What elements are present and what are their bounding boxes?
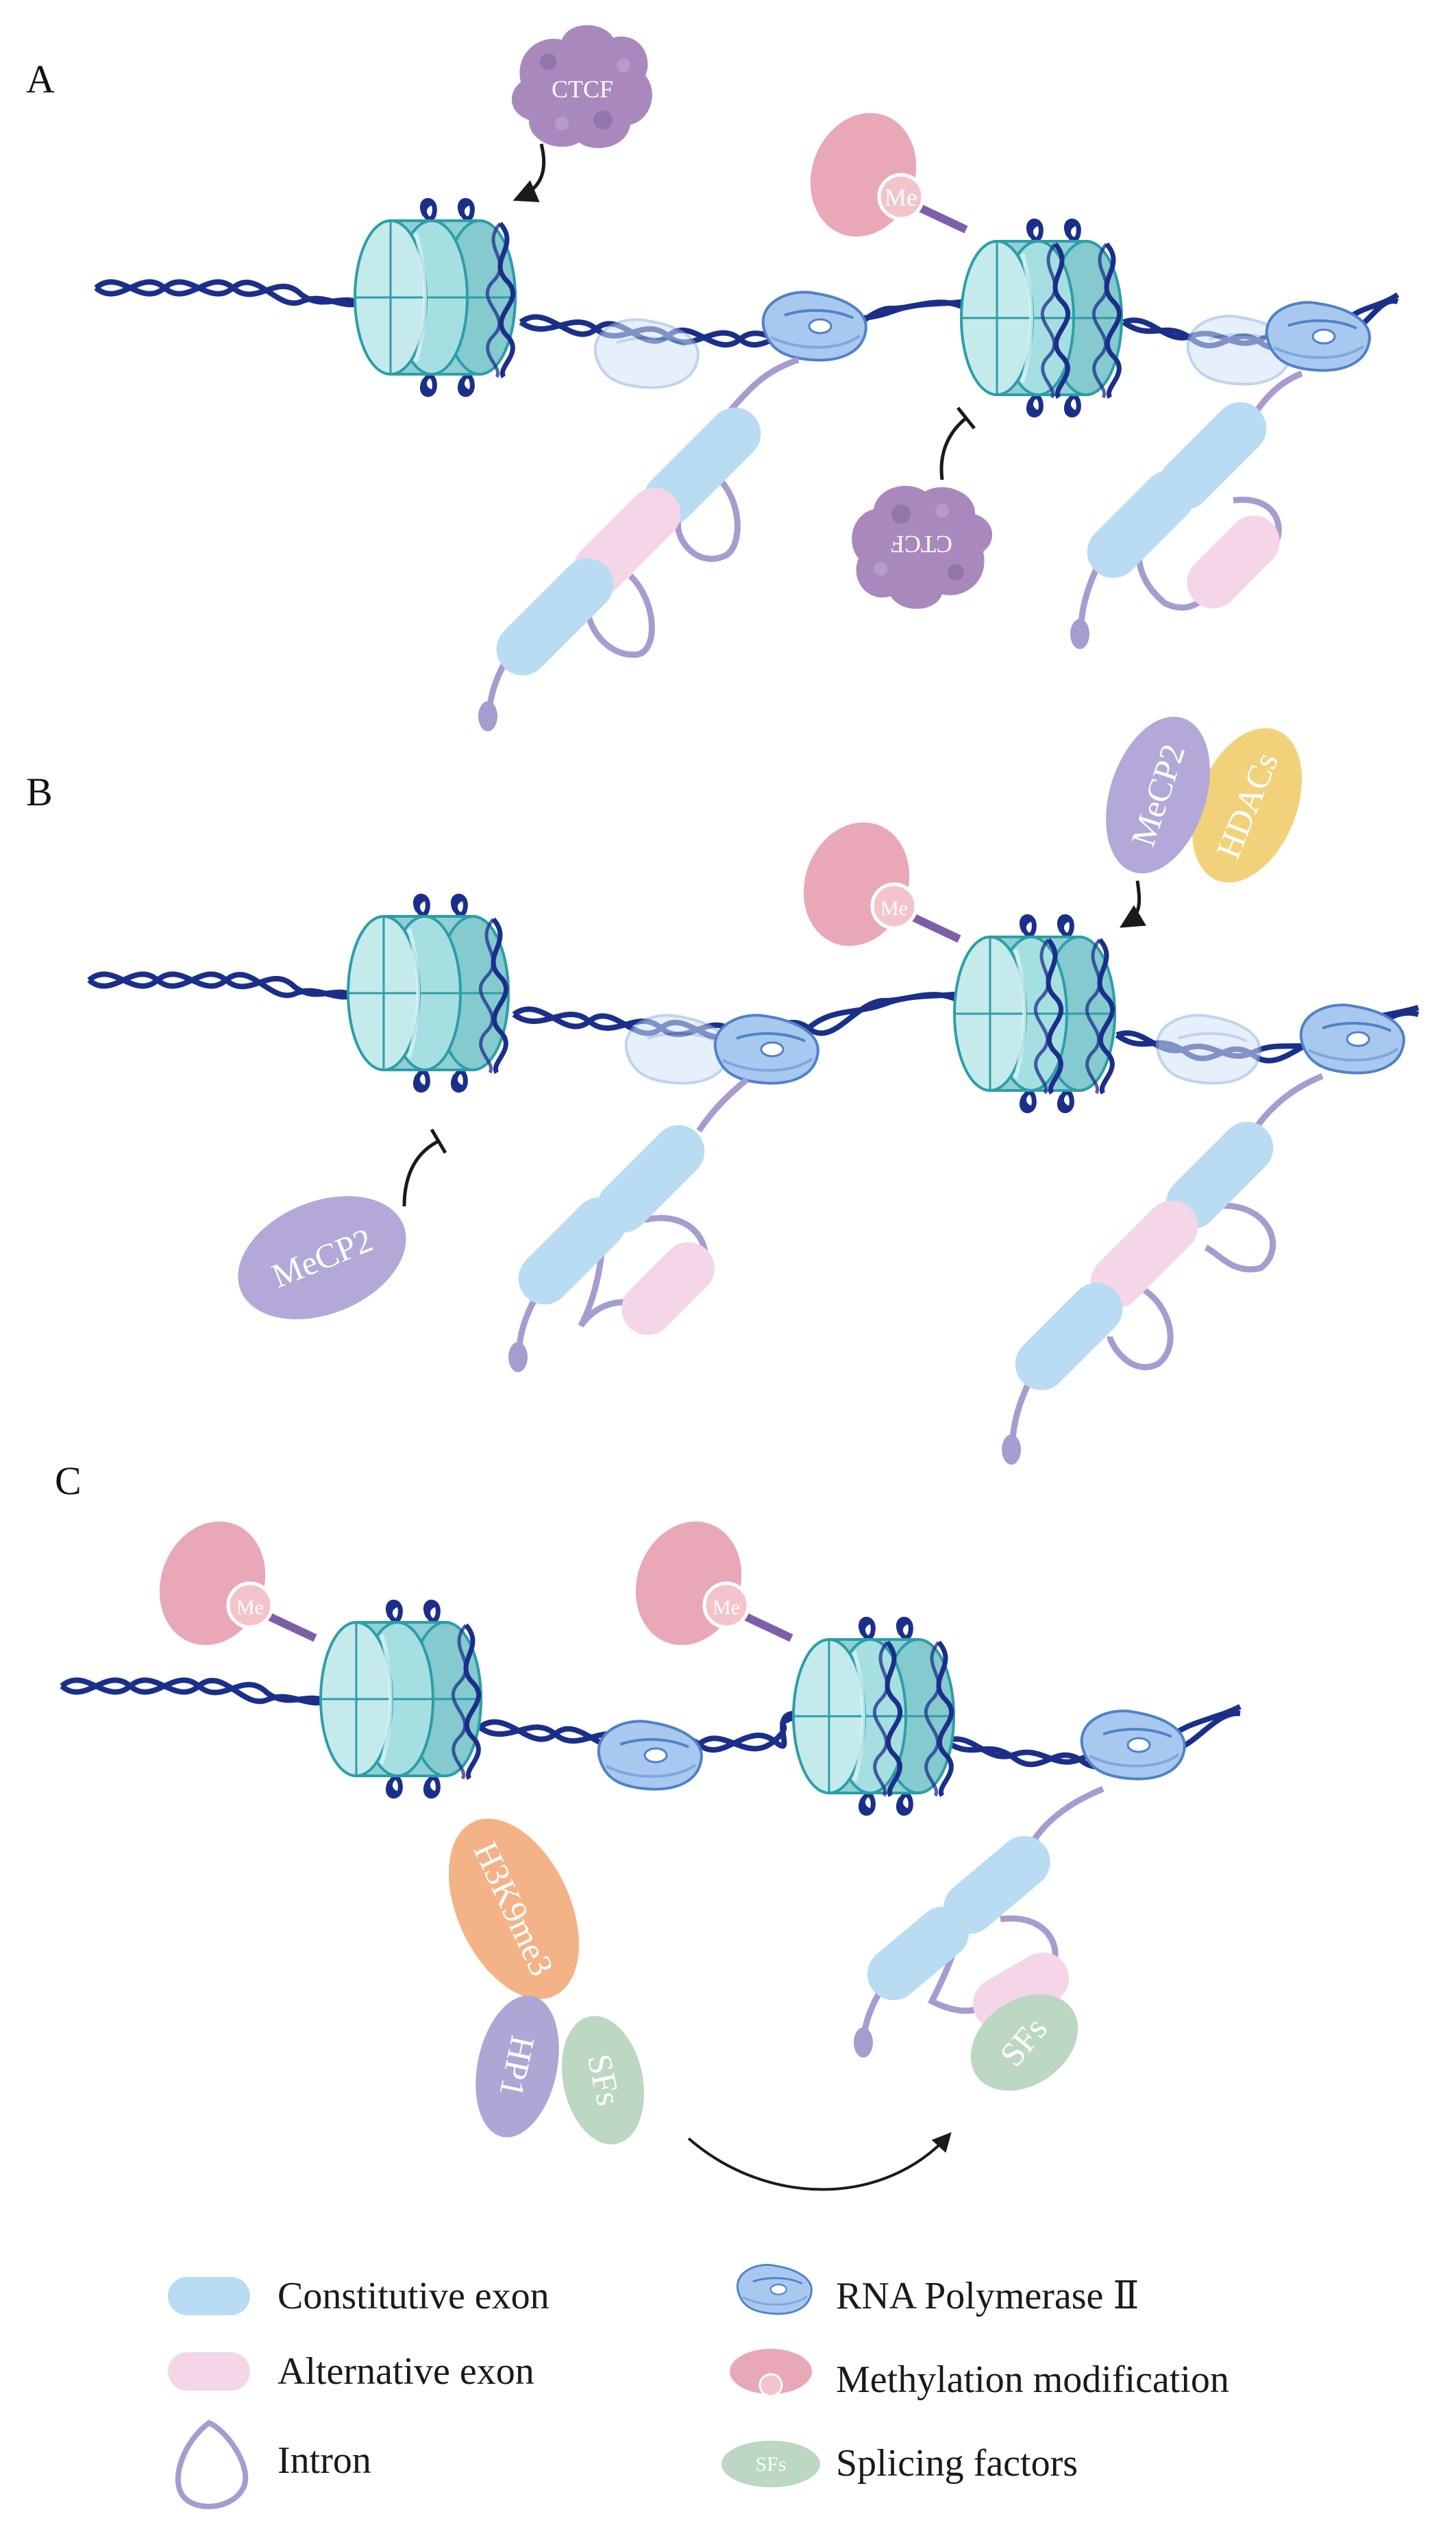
panel-b-label: B xyxy=(26,770,53,814)
constitutive-exon-b2-1 xyxy=(1165,1121,1274,1230)
constitutive-exon-c-2 xyxy=(867,1906,970,2001)
ctcf-arrow xyxy=(513,143,546,203)
methyl-c2-label: Me xyxy=(713,1596,740,1619)
mecp2-arrow xyxy=(1119,880,1147,928)
constitutive-exon-c-1 xyxy=(943,1835,1050,1934)
methylation-b: Me xyxy=(787,807,959,961)
sfs-oval-left xyxy=(561,2016,645,2145)
transcript-a2 xyxy=(1070,370,1303,649)
constitutive-exon-b2-2 xyxy=(1015,1282,1123,1391)
polymerase-c2 xyxy=(1080,1709,1186,1781)
panel-c: C Me Me H3K9me3 HP1 SFs xyxy=(55,1459,1242,2191)
transcript-b2 xyxy=(1002,1073,1324,1465)
mecp2-bottom: MeCP2 xyxy=(238,1196,406,1319)
alternative-exon-swatch xyxy=(168,2352,250,2391)
constitutive-exon-b1-1 xyxy=(597,1125,705,1233)
legend-item-constitutive-exon: Constitutive exon xyxy=(168,2275,550,2317)
transcript-b1 xyxy=(508,1077,749,1372)
constitutive-exon-b1-2 xyxy=(518,1197,626,1305)
panel-c-label: C xyxy=(55,1459,82,1503)
methylation-icon xyxy=(730,2349,812,2394)
alternative-exon-a2 xyxy=(1187,515,1280,609)
nucleosome-b2 xyxy=(954,916,1115,1110)
splicing-factors-icon xyxy=(721,2441,820,2487)
hdacs-oval xyxy=(1192,728,1303,883)
mecp2-oval-bottom xyxy=(238,1196,406,1319)
panel-b: B xyxy=(26,716,1420,1465)
ctcf-top-label: CTCF xyxy=(552,75,613,103)
intron-icon xyxy=(175,2419,249,2509)
constitutive-exon-a1-1 xyxy=(643,407,761,525)
polymerase-icon xyxy=(736,2264,813,2315)
legend-methylation-label: Methylation modification xyxy=(836,2358,1229,2401)
legend-intron-label: Intron xyxy=(277,2439,371,2482)
transfer-arrow xyxy=(687,2132,952,2191)
sfs-oval-right xyxy=(970,1994,1078,2091)
panel-a-label: A xyxy=(26,57,55,101)
methyl-c1-label: Me xyxy=(236,1596,264,1619)
ctcf-bottom: CTCF xyxy=(852,485,993,609)
transcript-a1 xyxy=(478,356,800,731)
legend: Constitutive exon Alternative exon Intro… xyxy=(168,2264,1229,2509)
hp1-oval xyxy=(476,1995,559,2138)
polymerase-ghost-b2 xyxy=(1155,1014,1261,1085)
methylation-c2: Me xyxy=(619,1507,791,1660)
legend-sfs-icon-text: SFs xyxy=(755,2453,786,2476)
h3k9me3-complex: H3K9me3 HP1 SFs xyxy=(449,1818,645,2145)
panel-a: A xyxy=(26,25,1400,731)
nucleosome-a2 xyxy=(961,221,1122,415)
alternative-exon-b2 xyxy=(1090,1200,1198,1308)
h3k9me3-oval xyxy=(449,1818,579,1999)
legend-item-intron: Intron xyxy=(175,2419,371,2509)
legend-item-alternative-exon: Alternative exon xyxy=(168,2350,534,2393)
methyl-b-label: Me xyxy=(880,897,908,920)
legend-alternative-exon-label: Alternative exon xyxy=(277,2350,534,2393)
legend-item-rna-polymerase: RNA Polymerase Ⅱ xyxy=(736,2264,1139,2317)
nucleosome-b1 xyxy=(348,896,509,1090)
transcript-c: SFs xyxy=(854,1785,1105,2091)
nucleosome-c1 xyxy=(321,1602,482,1796)
constitutive-exon-a1-2 xyxy=(496,558,614,676)
legend-constitutive-exon-label: Constitutive exon xyxy=(277,2275,550,2317)
methylation-a: Me xyxy=(793,98,966,252)
methyl-a-label: Me xyxy=(885,184,917,211)
nucleosome-c2 xyxy=(793,1619,954,1813)
ctcf-top: CTCF xyxy=(511,25,652,149)
legend-item-methylation: Methylation modification xyxy=(730,2349,1229,2401)
mecp2-oval-top xyxy=(1106,716,1210,874)
legend-splicing-factors-label: Splicing factors xyxy=(836,2442,1078,2485)
polymerase-c1 xyxy=(597,1720,703,1791)
mecp2-block-arrow xyxy=(402,1139,440,1207)
legend-item-splicing-factors: SFs Splicing factors xyxy=(721,2441,1078,2487)
polymerase-a1 xyxy=(761,291,867,362)
ctcf-bottom-label: CTCF xyxy=(891,530,952,558)
mecp2-hdacs-complex: HDACs MeCP2 xyxy=(1106,716,1303,883)
constitutive-exon-a2-2 xyxy=(1087,470,1195,578)
alternative-exon-b1 xyxy=(621,1242,715,1335)
legend-rna-polymerase-label: RNA Polymerase Ⅱ xyxy=(836,2275,1139,2317)
constitutive-exon-swatch xyxy=(168,2277,250,2315)
nucleosome-a1 xyxy=(355,200,516,394)
methylation-c1: Me xyxy=(143,1507,315,1660)
ctcf-block-arrow xyxy=(939,417,967,480)
